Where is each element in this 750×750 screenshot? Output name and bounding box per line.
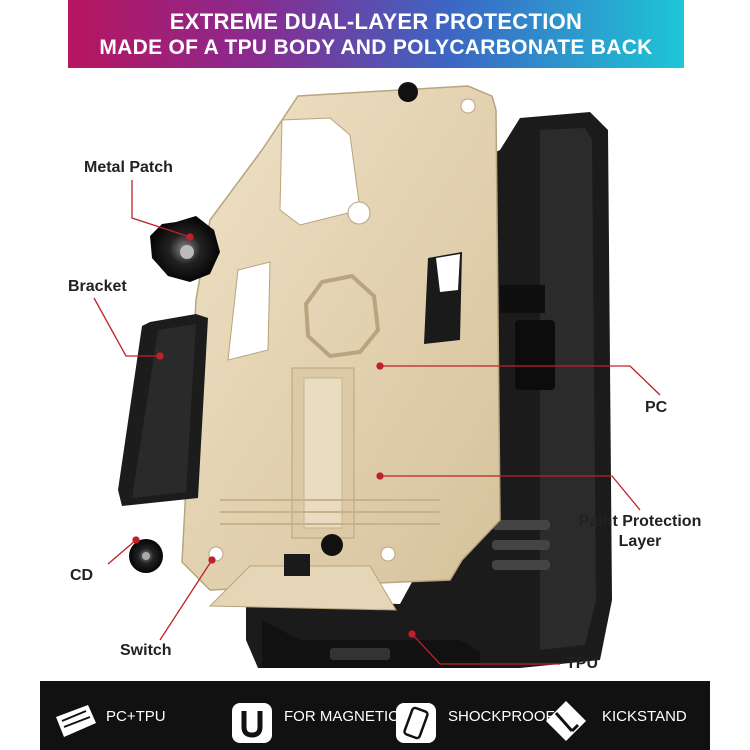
- leader-switch: [159, 559, 213, 641]
- product-illustration: [93, 82, 661, 668]
- label-tpu: TPU: [566, 655, 598, 672]
- phone-shock-icon: [396, 703, 436, 743]
- metal-patch: [150, 216, 220, 282]
- label-pc: PC: [645, 399, 668, 416]
- banner-title-line2: MADE OF A TPU BODY AND POLYCARBONATE BAC…: [99, 36, 653, 59]
- feature-label-kickstand: KICKSTAND: [602, 708, 687, 725]
- layers-icon: [56, 705, 96, 737]
- pc-shell: [181, 82, 501, 611]
- feature-label-pc-tpu: PC+TPU: [106, 708, 166, 725]
- leader-tpu: [411, 633, 560, 665]
- feature-shockproof: SHOCKPROOF: [392, 681, 555, 750]
- feature-label-magnetic: FOR MAGNETIC: [284, 708, 399, 725]
- leader-metal-patch: [131, 180, 191, 238]
- label-paint-protection-line1: Paint Protection: [578, 513, 702, 530]
- leader-cd: [107, 539, 137, 565]
- label-metal-patch: Metal Patch: [84, 159, 173, 176]
- label-switch: Switch: [120, 642, 172, 659]
- feature-pc-tpu: PC+TPU: [52, 681, 202, 750]
- leader-lines: [93, 180, 661, 665]
- leader-bracket: [93, 297, 160, 357]
- feature-magnetic: FOR MAGNETIC: [228, 681, 399, 750]
- bracket: [118, 314, 208, 506]
- label-bracket: Bracket: [68, 278, 127, 295]
- feature-bar: PC+TPU FOR MAGNETIC SHOCKPROOF KICKSTAND: [40, 681, 710, 750]
- leader-paint: [380, 475, 641, 511]
- feature-kickstand: KICKSTAND: [542, 681, 702, 750]
- magnet-icon: [232, 703, 272, 743]
- leader-pc: [380, 365, 661, 396]
- feature-label-shockproof: SHOCKPROOF: [448, 708, 555, 725]
- banner-title-line1: EXTREME DUAL-LAYER PROTECTION: [169, 9, 583, 34]
- kickstand-icon: [546, 701, 586, 741]
- tpu-case: [246, 112, 612, 668]
- label-cd: CD: [70, 567, 94, 584]
- header-banner: EXTREME DUAL-LAYER PROTECTION MADE OF A …: [68, 0, 684, 68]
- cd-disc: [129, 539, 163, 573]
- label-paint-protection-layer: Paint Protection Layer: [570, 512, 710, 552]
- label-paint-protection-line2: Layer: [618, 533, 662, 550]
